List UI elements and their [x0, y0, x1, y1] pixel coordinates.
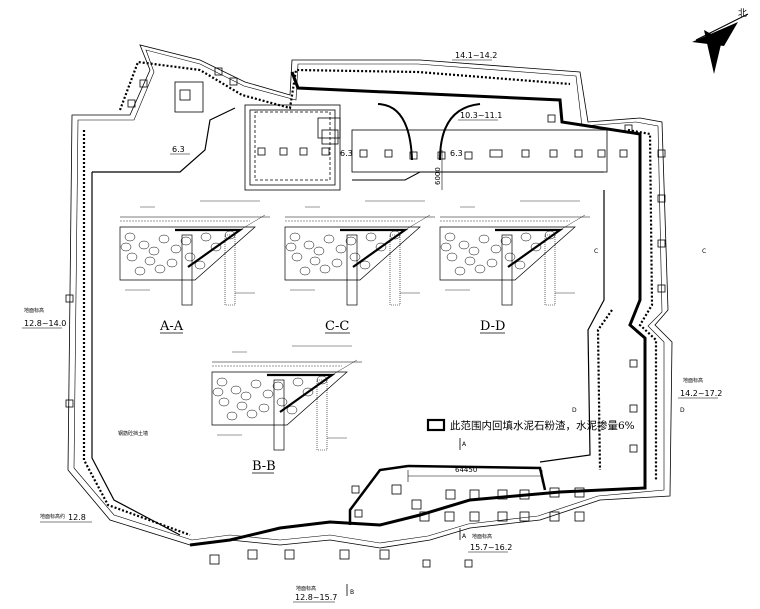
- elevation-left-mid: 12.8~14.0: [24, 319, 66, 328]
- north-arrow-icon: 北: [692, 8, 749, 74]
- section-detail-dd: [439, 200, 590, 306]
- elevation-caption-bottom-left: 地面标高约: [40, 513, 65, 520]
- left-wall-note: 钢筋砼挡土墙: [118, 430, 148, 437]
- inner-wall: [91, 71, 647, 547]
- elevation-bottom-right: 15.7~16.2: [470, 543, 512, 552]
- legend-swatch: [426, 418, 446, 432]
- section-detail-cc: [284, 200, 435, 306]
- marker-d1: D: [572, 407, 577, 414]
- section-title-bb: B-B: [252, 459, 276, 474]
- elevation-right-mid: 14.2~17.2: [680, 389, 722, 398]
- elevation-top-center: 14.1~14.2: [455, 51, 497, 60]
- marker-a1: A: [462, 441, 467, 448]
- dimension-width: 64450: [455, 466, 477, 474]
- section-title-aa: A-A: [159, 319, 184, 334]
- bottom-dimension: [407, 470, 543, 482]
- elevation-bottom-left: 12.8: [68, 513, 86, 522]
- elevation-caption-right: 地面标高: [683, 377, 703, 384]
- elevation-left-upper: 6.3: [172, 145, 185, 154]
- section-detail-bb: [211, 345, 362, 451]
- marker-b: B: [350, 589, 354, 596]
- section-title-cc: C-C: [325, 319, 349, 334]
- legend-text: 此范围内回填水泥石粉渣，水泥掺量6%: [450, 419, 635, 432]
- section-detail-aa: [119, 200, 270, 306]
- marker-c2: C: [702, 248, 706, 255]
- dimension-vertical: 6000: [434, 167, 442, 185]
- elevation-caption-bottom-center: 地面标高: [296, 585, 316, 592]
- marker-c1: C: [594, 248, 598, 255]
- building-blocks: [174, 81, 608, 191]
- bottom-column-grid: [209, 484, 585, 568]
- retaining-hatch: [82, 60, 658, 537]
- marker-d2: D: [680, 407, 685, 414]
- elevation-bottom-center: 12.8~15.7: [295, 593, 337, 602]
- elevation-caption-left: 地面标高: [24, 307, 44, 314]
- elevation-upper-mid: 10.3~11.1: [460, 111, 502, 120]
- elevation-center-a: 6.3: [340, 149, 353, 158]
- site-boundary: [67, 44, 673, 549]
- elevation-caption-bottom-right: 地面标高: [472, 533, 492, 540]
- north-label: 北: [738, 8, 747, 19]
- elevation-center-b: 6.3: [450, 149, 463, 158]
- marker-a2: A: [462, 533, 467, 540]
- section-title-dd: D-D: [480, 319, 505, 334]
- column-markers: [65, 67, 666, 453]
